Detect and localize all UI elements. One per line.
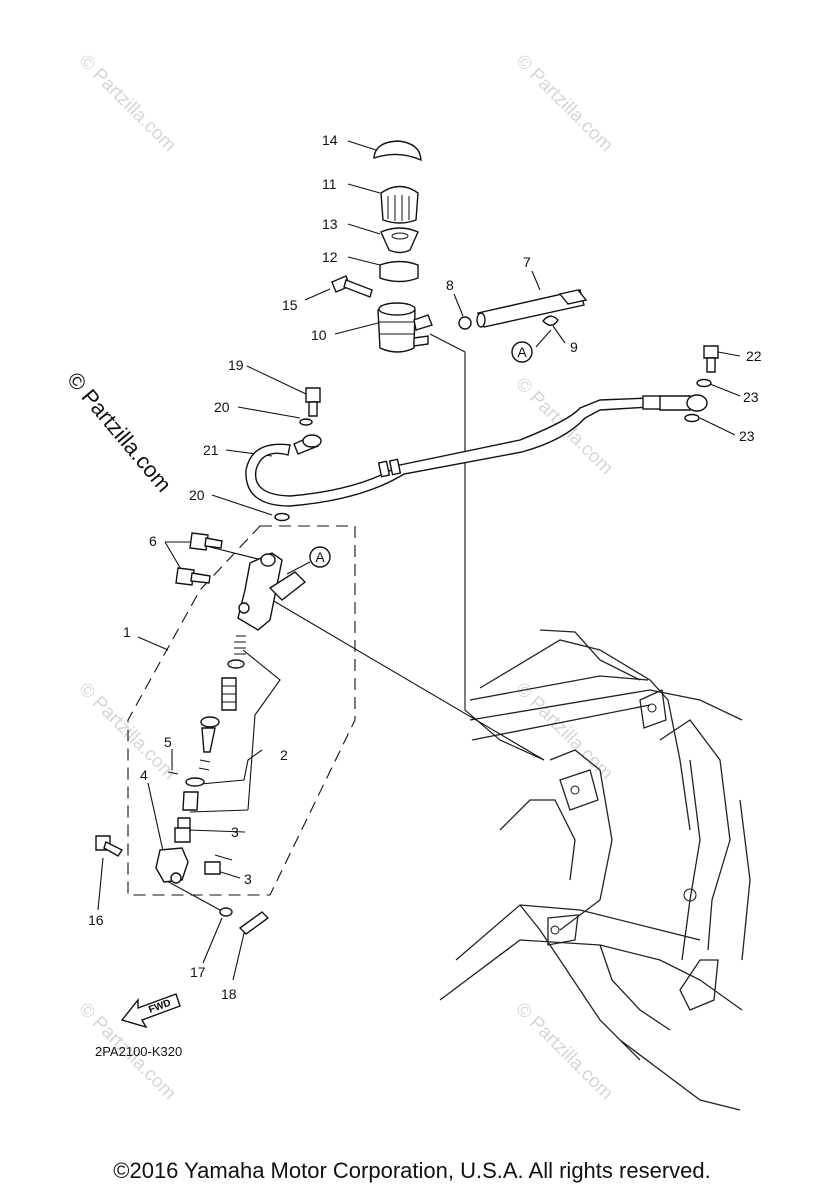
- watermark: © Partzilla.com: [511, 999, 616, 1104]
- callout-1: 1: [123, 624, 131, 640]
- reservoir-hose: [458, 289, 588, 330]
- assembly-outline: [127, 525, 356, 896]
- callout-11: 11: [322, 176, 337, 192]
- cap-cover: [373, 140, 422, 162]
- reservoir-assembly: [331, 140, 433, 353]
- gasket-23: [696, 378, 712, 388]
- watermark: © Partzilla.com: [511, 679, 616, 784]
- callout-19: 19: [228, 357, 244, 373]
- hose-clip-9: [542, 315, 559, 326]
- reference-a-mid: A: [309, 546, 331, 568]
- callout-5: 5: [164, 734, 172, 750]
- vehicle-frame: [439, 629, 751, 1111]
- callout-2: 2: [280, 747, 288, 763]
- bolt-6: [175, 567, 195, 586]
- clevis: [155, 847, 189, 883]
- callout-20a: 20: [214, 399, 230, 415]
- leader-lines: [97, 140, 741, 981]
- spring: [234, 635, 246, 655]
- hose-clip-8: [458, 316, 472, 330]
- callout-3a: 3: [231, 824, 239, 840]
- diaphragm-plate: [379, 260, 419, 283]
- washer-17: [219, 907, 233, 917]
- watermark: © Partzilla.com: [74, 679, 179, 784]
- callout-15: 15: [282, 297, 298, 313]
- callout-14: 14: [322, 132, 338, 148]
- callout-22: 22: [746, 348, 762, 364]
- callout-16: 16: [88, 912, 104, 928]
- gasket-23: [684, 413, 700, 423]
- bolts-washers: [274, 345, 719, 522]
- callout-12: 12: [322, 249, 338, 265]
- callout-20b: 20: [189, 487, 205, 503]
- callout-numbers: 14 11 13 12 15 10 8 7 9 22 23 23 19 20 2…: [88, 132, 762, 1002]
- cotter-pin-18: [238, 911, 270, 935]
- bolt-6: [189, 532, 209, 551]
- master-cylinder: [95, 532, 307, 935]
- watermark: © Partzilla.com: [511, 51, 616, 156]
- union-bolt-19: [305, 387, 321, 403]
- gasket-20: [274, 512, 290, 522]
- diaphragm: [380, 227, 419, 254]
- watermark: © Partzilla.com: [74, 51, 179, 156]
- watermarks: © Partzilla.com © Partzilla.com © Partzi…: [74, 51, 616, 1104]
- reference-label: A: [517, 344, 527, 360]
- callout-23b: 23: [739, 428, 755, 444]
- callout-18: 18: [221, 986, 237, 1002]
- partzilla-watermark: © Partzilla.com: [62, 367, 176, 497]
- copyright-notice: ©2016 Yamaha Motor Corporation, U.S.A. A…: [113, 1158, 711, 1183]
- reference-a-top: A: [511, 341, 533, 363]
- callout-17: 17: [190, 964, 206, 980]
- callout-23a: 23: [743, 389, 759, 405]
- cylinder-body: [237, 552, 283, 631]
- nut-3: [204, 861, 221, 875]
- reservoir-cap: [380, 185, 419, 224]
- callout-21: 21: [203, 442, 219, 458]
- union-bolt-22: [703, 345, 719, 359]
- diagram-code: 2PA2100-K320: [95, 1044, 182, 1059]
- callout-8: 8: [446, 277, 454, 293]
- callout-9: 9: [570, 339, 578, 355]
- callout-4: 4: [140, 767, 148, 783]
- callout-13: 13: [322, 216, 338, 232]
- nut-3: [174, 827, 191, 843]
- forward-arrow: FWD: [120, 993, 181, 1029]
- brake-hose: [245, 394, 708, 507]
- callout-7: 7: [523, 254, 531, 270]
- callout-6: 6: [149, 533, 157, 549]
- gasket-20: [299, 418, 313, 426]
- reference-label: A: [315, 549, 325, 565]
- callout-10: 10: [311, 327, 327, 343]
- callout-3b: 3: [244, 871, 252, 887]
